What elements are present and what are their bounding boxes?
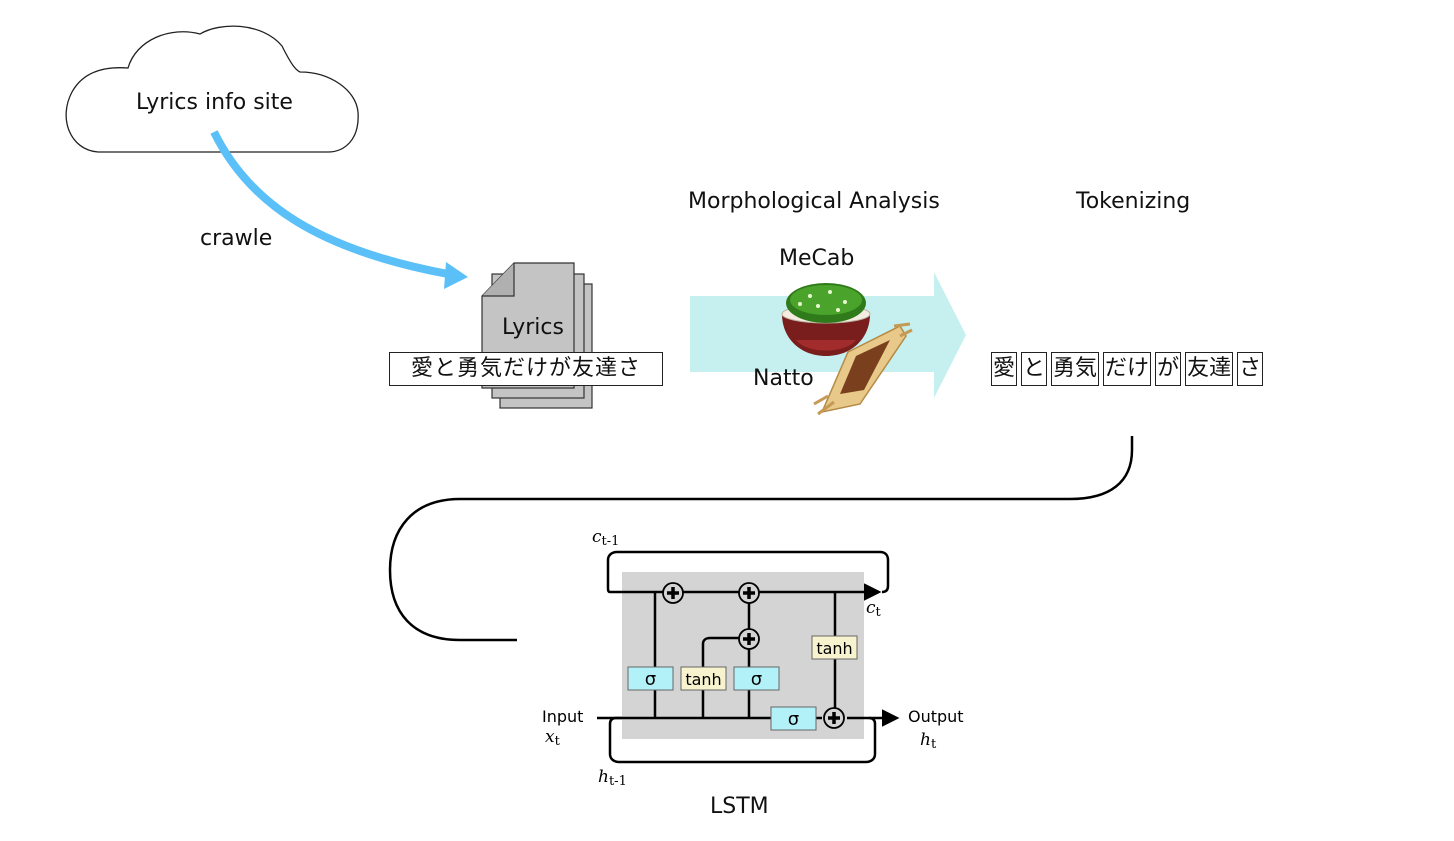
- token: が: [1155, 352, 1182, 386]
- token: さ: [1237, 352, 1264, 386]
- lyrics-sample-text: 愛と勇気だけが友達さ: [389, 352, 663, 386]
- pointwise-node: [738, 582, 760, 604]
- svg-text:σ: σ: [645, 669, 656, 690]
- pointwise-node: [823, 707, 845, 729]
- tokenizing-title: Tokenizing: [1076, 189, 1191, 214]
- token: だけ: [1103, 352, 1152, 386]
- crawl-arrow: [210, 130, 449, 278]
- token: 愛: [991, 352, 1018, 386]
- lstm-title: LSTM: [710, 794, 769, 819]
- lstm-cell: σ tanh σ tanh σ ct-1 ct ht-1 Input xt Ou…: [542, 527, 964, 789]
- natto-label: Natto: [753, 366, 814, 391]
- sigma-gate: σ: [733, 666, 780, 691]
- input-label: Input: [542, 707, 583, 726]
- token-list: 愛 と 勇気 だけ が 友達 さ: [991, 352, 1264, 386]
- output-var-label: ht: [920, 730, 937, 752]
- token: 友達: [1185, 352, 1234, 386]
- sigma-gate: σ: [627, 666, 674, 691]
- tanh-gate: tanh: [811, 635, 858, 660]
- cloud-shape: [65, 25, 359, 153]
- natto-icon: [813, 322, 913, 416]
- svg-text:σ: σ: [751, 669, 762, 690]
- cell-state-next-label: ct: [866, 598, 882, 620]
- mecab-bowl-icon: [781, 283, 871, 356]
- analysis-title: Morphological Analysis: [688, 189, 940, 214]
- tanh-gate: tanh: [680, 666, 727, 691]
- hidden-state-prev-label: ht-1: [598, 767, 627, 789]
- svg-text:tanh: tanh: [816, 639, 852, 658]
- document-label: Lyrics: [502, 315, 564, 340]
- crawl-label: crawle: [200, 226, 273, 251]
- token-to-lstm-connector: [388, 436, 1134, 642]
- input-var-label: xt: [545, 727, 561, 749]
- token: と: [1021, 352, 1048, 386]
- pointwise-node: [738, 628, 760, 650]
- crawl-arrowhead: [444, 262, 468, 289]
- svg-text:tanh: tanh: [685, 670, 721, 689]
- mecab-label: MeCab: [779, 246, 855, 271]
- source-label: Lyrics info site: [136, 90, 293, 115]
- svg-text:σ: σ: [788, 709, 799, 730]
- pointwise-node: [662, 582, 684, 604]
- cell-state-prev-label: ct-1: [592, 527, 619, 549]
- sigma-gate: σ: [770, 706, 817, 731]
- output-label: Output: [908, 707, 964, 726]
- token: 勇気: [1051, 352, 1100, 386]
